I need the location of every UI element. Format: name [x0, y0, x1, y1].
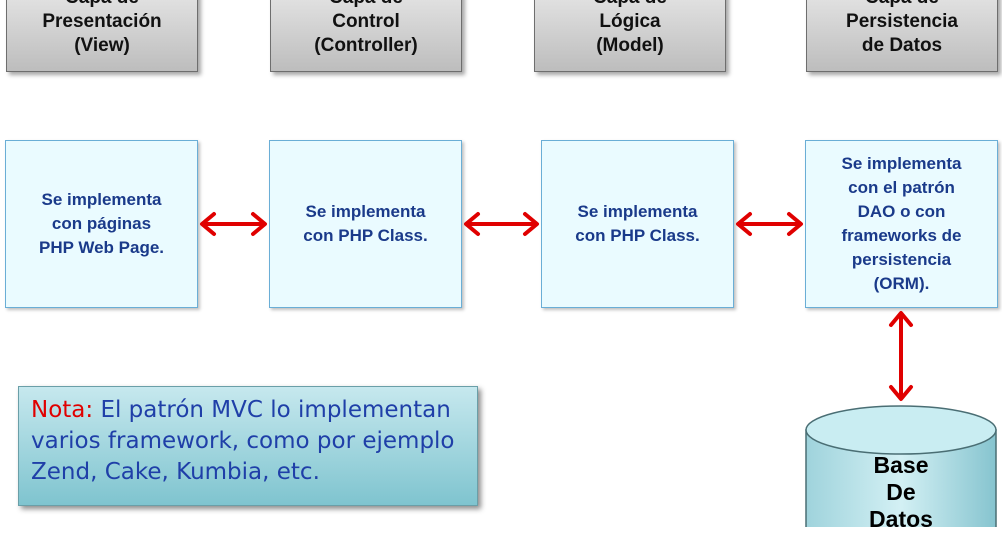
database-cylinder	[805, 405, 997, 527]
layer-line: Persistencia	[846, 11, 958, 32]
layer-line: Control	[332, 11, 400, 32]
layer-line: (Model)	[596, 35, 664, 56]
double-arrow-control-logic	[464, 212, 539, 236]
layer-line: Capa de	[865, 0, 939, 10]
impl-line: (ORM).	[873, 274, 930, 293]
layer-persistence-box: Capa de Persistencia de Datos	[806, 0, 998, 72]
layer-line: Capa de	[329, 0, 403, 10]
note-box: Nota: El patrón MVC lo implementan vario…	[18, 386, 478, 506]
layer-line: Capa de	[593, 0, 667, 10]
layer-line: (View)	[74, 35, 130, 56]
impl-line: DAO o con	[857, 202, 946, 221]
layer-line: Presentación	[42, 11, 162, 32]
impl-persistence-box: Se implementa con el patrón DAO o con fr…	[805, 140, 998, 308]
layer-line: (Controller)	[314, 35, 418, 56]
layer-line: Lógica	[599, 11, 661, 32]
layer-control-box: Capa de Control (Controller)	[270, 0, 462, 72]
note-line: Zend, Cake, Kumbia, etc.	[31, 459, 320, 485]
impl-line: frameworks de	[841, 226, 962, 245]
note-label: Nota:	[31, 397, 94, 423]
double-arrow-persistence-database	[889, 311, 913, 401]
impl-line: persistencia	[851, 250, 952, 269]
layer-line: de Datos	[861, 35, 943, 56]
impl-line: con PHP Class.	[303, 226, 428, 245]
database-label-line: De	[886, 479, 916, 505]
impl-line: con el patrón	[848, 178, 955, 197]
impl-control-box: Se implementa con PHP Class.	[269, 140, 462, 308]
database-label-line: Datos	[869, 506, 933, 532]
impl-line: con PHP Class.	[575, 226, 700, 245]
impl-presentation-box: Se implementa con páginas PHP Web Page.	[5, 140, 198, 308]
note-line: Nota: El patrón MVC lo implementan	[31, 395, 465, 426]
impl-line: Se implementa	[841, 154, 962, 173]
database-label: Base De Datos	[806, 452, 996, 533]
note-line: varios framework, como por ejemplo	[31, 428, 455, 454]
impl-logic-box: Se implementa con PHP Class.	[541, 140, 734, 308]
layer-presentation-box: Capa de Presentación (View)	[6, 0, 198, 72]
double-arrow-logic-persistence	[736, 212, 803, 236]
database-label-line: Base	[873, 452, 929, 478]
note-text: El patrón MVC lo implementan	[100, 397, 451, 423]
layer-logic-box: Capa de Lógica (Model)	[534, 0, 726, 72]
impl-line: PHP Web Page.	[38, 238, 165, 257]
impl-line: Se implementa	[305, 202, 426, 221]
layer-line: Capa de	[65, 0, 139, 10]
impl-line: Se implementa	[577, 202, 698, 221]
impl-line: Se implementa	[41, 190, 162, 209]
impl-line: con páginas	[51, 214, 152, 233]
double-arrow-presentation-control	[200, 212, 267, 236]
